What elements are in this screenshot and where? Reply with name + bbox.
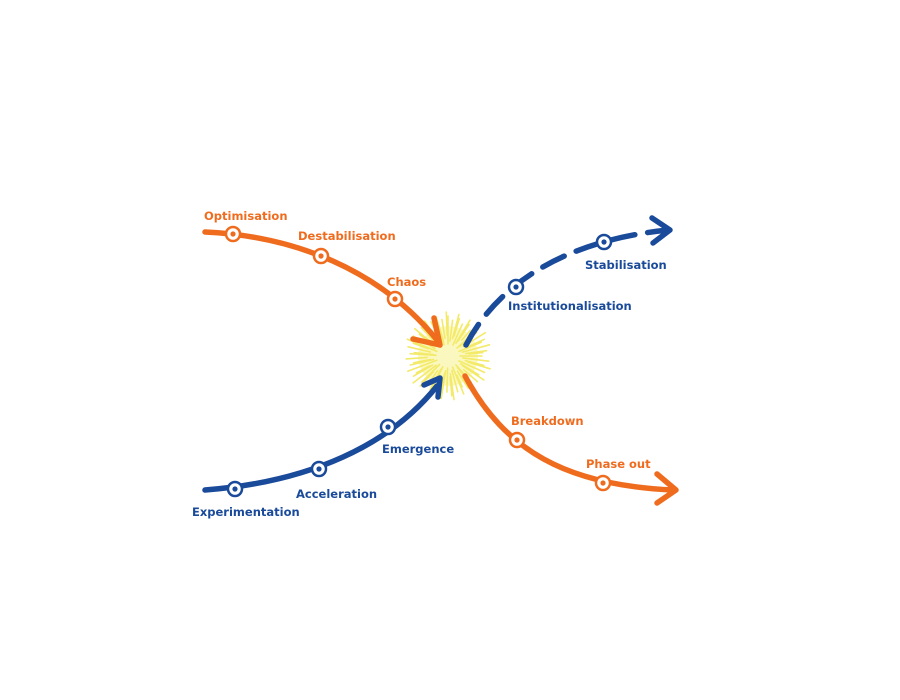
stage-marker-stabilisation <box>595 233 613 251</box>
stage-marker-breakdown <box>508 431 526 449</box>
stage-marker-optimisation <box>224 225 242 243</box>
orange-end-arrowhead-icon <box>654 471 679 506</box>
burst-ray <box>412 364 434 378</box>
label-experimentation: Experimentation <box>192 505 300 519</box>
burst-ray <box>467 361 491 370</box>
label-emergence: Emergence <box>382 442 454 456</box>
burst-ray <box>412 358 432 364</box>
stage-marker-experimentation <box>226 480 244 498</box>
burst-ray <box>468 351 484 355</box>
burst-ray <box>412 342 430 350</box>
stage-marker-acceleration <box>310 460 328 478</box>
burst-ray <box>453 317 461 337</box>
burst-ray <box>445 311 449 336</box>
blue-end-arrowhead-icon <box>649 215 673 246</box>
label-chaos: Chaos <box>387 275 426 289</box>
burst-ray <box>451 366 465 395</box>
burst-ray <box>452 323 464 346</box>
burst-ray <box>420 363 441 384</box>
burst-ray <box>449 319 454 342</box>
label-institutionalisation: Institutionalisation <box>508 299 632 313</box>
burst-ray <box>462 357 490 363</box>
stage-marker-phase-out <box>594 474 612 492</box>
burst-ray <box>460 329 472 342</box>
burst-ray <box>456 370 470 390</box>
stage-marker-chaos <box>386 290 404 308</box>
burst-ray <box>412 364 437 384</box>
burst-ray <box>415 365 431 374</box>
stage-marker-destabilisation <box>312 247 330 265</box>
burst-ray <box>462 368 479 383</box>
label-phase-out: Phase out <box>586 457 651 471</box>
burst-ray <box>458 360 486 374</box>
burst-ray <box>458 341 483 353</box>
blue-curve-incoming <box>202 383 440 493</box>
burst-ray <box>407 345 432 353</box>
blue-arrowhead-icon <box>421 375 443 400</box>
burst-ray <box>457 323 470 342</box>
label-breakdown: Breakdown <box>511 414 584 428</box>
stage-marker-emergence <box>379 418 397 436</box>
label-destabilisation: Destabilisation <box>298 229 396 243</box>
burst-ray <box>462 365 485 381</box>
orange-curve-outgoing <box>462 373 675 493</box>
burst-ray <box>461 343 491 353</box>
burst-ray <box>405 356 428 360</box>
burst-ray <box>446 367 449 393</box>
burst-ray <box>466 338 486 349</box>
burst-ray <box>449 376 453 397</box>
burst-ray <box>406 359 438 373</box>
burst-ray <box>451 313 460 340</box>
label-stabilisation: Stabilisation <box>585 258 667 272</box>
burst-ray <box>441 318 446 340</box>
label-acceleration: Acceleration <box>296 487 377 501</box>
label-optimisation: Optimisation <box>204 209 288 223</box>
orange-arrowhead-icon <box>410 315 443 348</box>
stage-marker-institutionalisation <box>507 278 525 296</box>
burst-ray <box>451 369 459 393</box>
blue-curve-outgoing-dashed <box>463 227 671 348</box>
burst-ray <box>455 374 464 388</box>
burst-ray <box>413 351 434 356</box>
